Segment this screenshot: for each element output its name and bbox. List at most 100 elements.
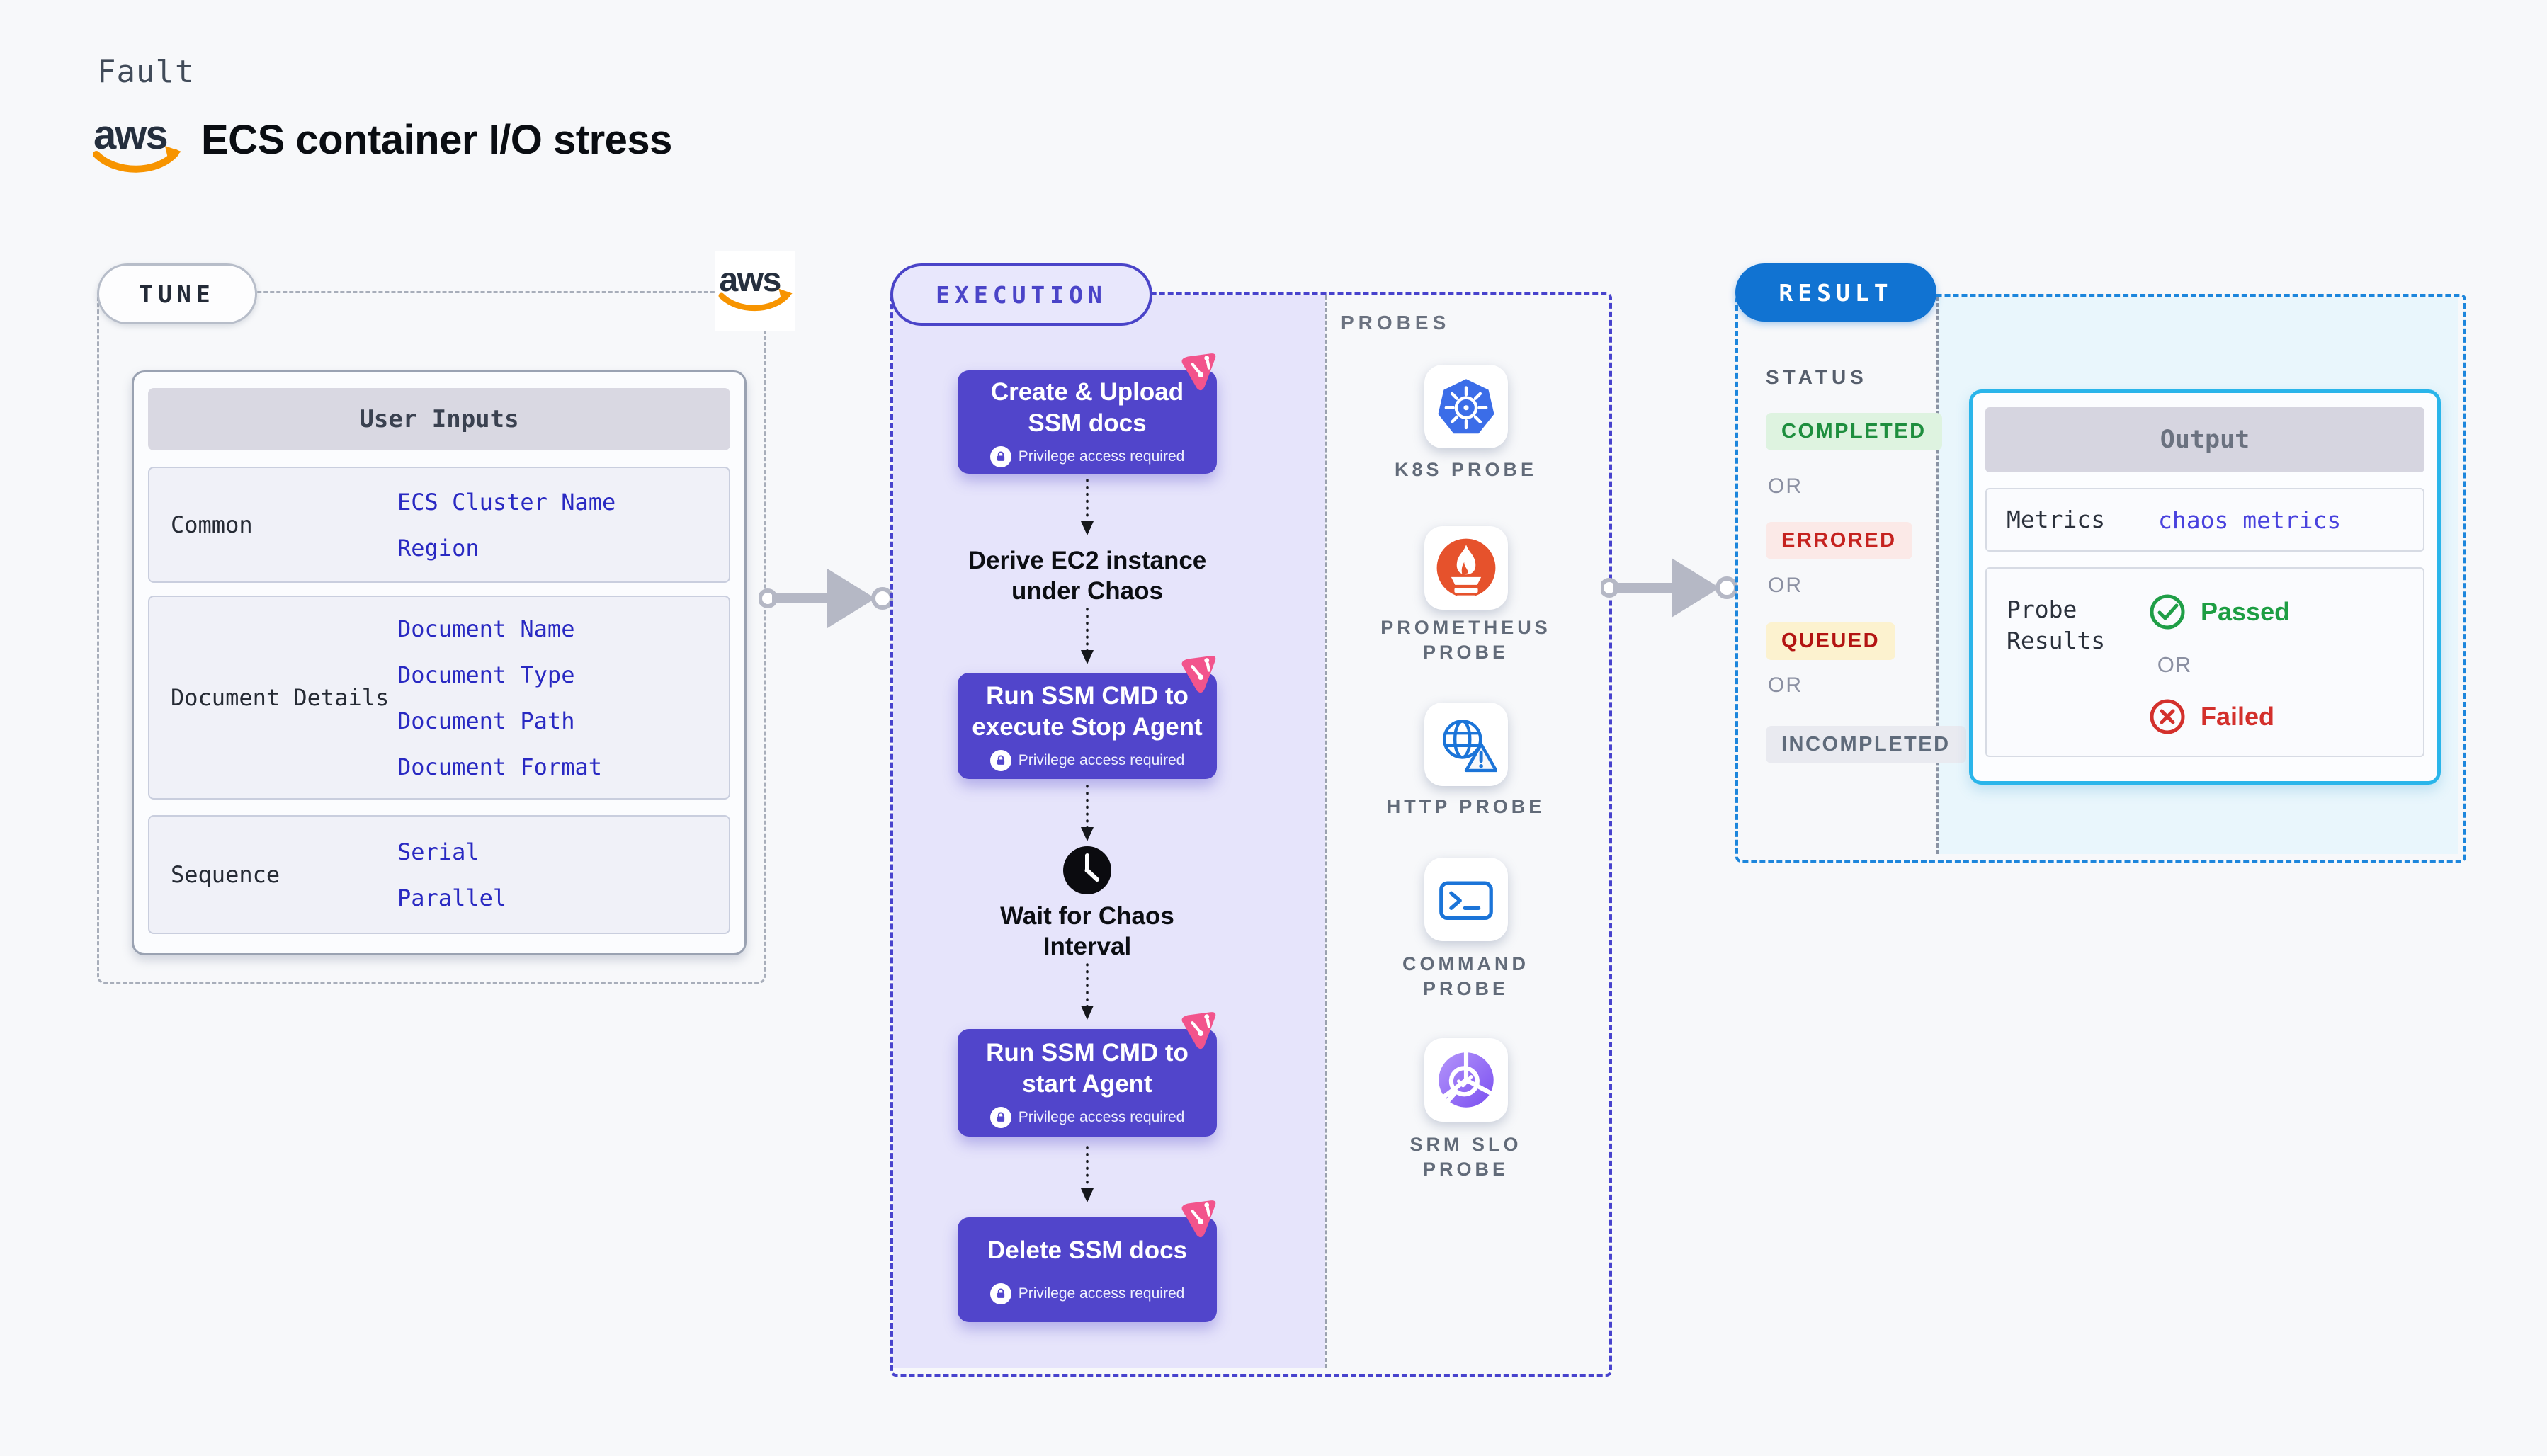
srm-slo-icon: [1439, 1052, 1494, 1108]
probe-label-k8s: K8S PROBE: [1325, 457, 1606, 482]
flow-arrow: [1081, 963, 1094, 1020]
prometheus-icon: [1436, 538, 1496, 601]
flow-arrow: [1081, 479, 1094, 535]
status-badge-errored: ERRORED: [1766, 522, 1912, 559]
input-row-values: ECS Cluster Name Region: [397, 488, 616, 562]
chaos-icon: [1181, 1012, 1216, 1050]
lock-icon: [989, 750, 1011, 771]
privilege-note: Privilege access required: [989, 1107, 1185, 1128]
metrics-label: Metrics: [2007, 506, 2106, 533]
aws-smile-arrow: [778, 288, 793, 302]
probe-label-prometheus: PROMETHEUS PROBE: [1325, 615, 1606, 665]
metrics-value: chaos metrics: [2158, 506, 2342, 534]
user-inputs-card: User Inputs Common ECS Cluster Name Regi…: [132, 370, 747, 955]
privilege-note-text: Privilege access required: [1018, 1285, 1185, 1302]
privilege-note-text: Privilege access required: [1018, 1109, 1185, 1125]
input-value: Document Name: [397, 615, 575, 642]
passed-result: Passed: [2148, 593, 2290, 631]
input-value: Parallel: [397, 884, 507, 911]
probe-label-srm-slo: SRM SLO PROBE: [1325, 1132, 1606, 1182]
probe-label-http: HTTP PROBE: [1325, 795, 1606, 819]
failed-result: Failed: [2148, 698, 2274, 736]
metrics-row: Metrics chaos metrics: [1985, 488, 2424, 552]
lock-icon: [989, 1107, 1011, 1128]
probe-tile-prometheus: [1424, 526, 1508, 610]
probe-label-line: HTTP PROBE: [1386, 796, 1545, 817]
step-delete-ssm-docs: Delete SSM docs Privilege access require…: [958, 1217, 1217, 1322]
probes-column-label: PROBES: [1341, 312, 1451, 334]
execution-flow-background: [893, 295, 1325, 1368]
chaos-icon: [1181, 656, 1216, 693]
status-badge-incompleted: INCOMPLETED: [1766, 726, 1966, 763]
step-label-line: under Chaos: [1011, 577, 1163, 605]
flow-arrow: [1081, 608, 1094, 664]
step-title-line: SSM docs: [1028, 409, 1147, 437]
command-terminal-icon: [1439, 881, 1493, 921]
output-card: Output Metrics chaos metrics Probe Resul…: [1969, 389, 2441, 785]
input-row-values: Serial Parallel: [397, 838, 506, 912]
probe-label-line: PROMETHEUS: [1380, 617, 1551, 638]
privilege-note: Privilege access required: [989, 1283, 1185, 1304]
input-row-document-details: Document Details Document Name Document …: [148, 596, 730, 800]
or-separator: OR: [2157, 652, 2192, 677]
probe-label-line: SRM SLO: [1409, 1134, 1522, 1155]
execution-badge: EXECUTION: [890, 263, 1152, 326]
flow-arrow: [1081, 1146, 1094, 1202]
step-title-line: Create & Upload: [990, 378, 1184, 406]
step-label-line: Derive EC2 instance: [968, 547, 1207, 574]
lock-icon: [989, 446, 1011, 467]
step-label-line: Wait for Chaos: [1000, 902, 1174, 930]
chaos-icon: [1181, 1200, 1216, 1238]
step-create-upload-ssm-docs: Create & Upload SSM docs Privilege acces…: [958, 370, 1217, 474]
input-value: Document Format: [397, 753, 602, 780]
privilege-note: Privilege access required: [989, 750, 1185, 771]
lock-icon: [989, 1283, 1011, 1304]
result-divider: [1936, 297, 1939, 854]
step-title: Delete SSM docs: [987, 1235, 1187, 1266]
input-value: Document Type: [397, 661, 575, 688]
status-badge-completed: COMPLETED: [1766, 413, 1942, 450]
step-title: Run SSM CMD to execute Stop Agent: [972, 681, 1202, 743]
probe-label-line: PROBE: [1422, 978, 1509, 999]
output-title: Output: [1985, 407, 2424, 472]
input-value: Serial: [397, 838, 480, 865]
page-kicker: Fault: [97, 54, 195, 90]
flow-arrow: [1081, 785, 1094, 841]
step-title-line: Delete SSM docs: [987, 1236, 1188, 1264]
execution-section-border: [890, 292, 1612, 1377]
step-derive-ec2: Derive EC2 instance under Chaos: [958, 545, 1217, 606]
step-title-line: Run SSM CMD to: [986, 682, 1189, 710]
input-value: Region: [397, 534, 480, 562]
chaos-icon: [1181, 353, 1216, 391]
tune-to-execution-arrow: [759, 569, 894, 628]
step-run-ssm-stop-agent: Run SSM CMD to execute Stop Agent Privil…: [958, 673, 1217, 779]
result-badge: RESULT: [1735, 263, 1936, 322]
step-title-line: start Agent: [1022, 1070, 1152, 1098]
aws-smile-arrow: [165, 146, 181, 161]
probe-label-line: PROBE: [1422, 1159, 1509, 1180]
failed-x-icon: [2150, 699, 2185, 734]
step-title-line: Run SSM CMD to: [986, 1039, 1189, 1067]
passed-label: Passed: [2201, 597, 2291, 626]
probe-label-line: COMMAND: [1402, 953, 1529, 974]
step-label-line: Interval: [1043, 933, 1132, 960]
privilege-note-text: Privilege access required: [1018, 448, 1185, 465]
status-column-label: STATUS: [1766, 366, 1868, 388]
probe-label-line: PROBE: [1422, 642, 1509, 663]
probe-label-line: K8S PROBE: [1394, 459, 1538, 480]
page-title: ECS container I/O stress: [201, 117, 672, 163]
input-row-common: Common ECS Cluster Name Region: [148, 467, 730, 583]
input-row-values: Document Name Document Type Document Pat…: [397, 615, 602, 781]
or-separator: OR: [1768, 474, 1803, 498]
probe-tile-command: [1424, 858, 1508, 941]
or-separator: OR: [1768, 574, 1803, 597]
step-title-line: execute Stop Agent: [972, 713, 1203, 741]
aws-logo: aws: [93, 112, 181, 173]
tune-section-border: [97, 291, 766, 984]
probe-results-label: Probe Results: [2007, 596, 2106, 654]
probe-tile-srm-slo: [1424, 1038, 1508, 1122]
user-inputs-title: User Inputs: [148, 388, 730, 450]
or-separator: OR: [1768, 673, 1803, 697]
privilege-note-text: Privilege access required: [1018, 752, 1185, 768]
aws-logo-small: aws: [718, 261, 793, 312]
